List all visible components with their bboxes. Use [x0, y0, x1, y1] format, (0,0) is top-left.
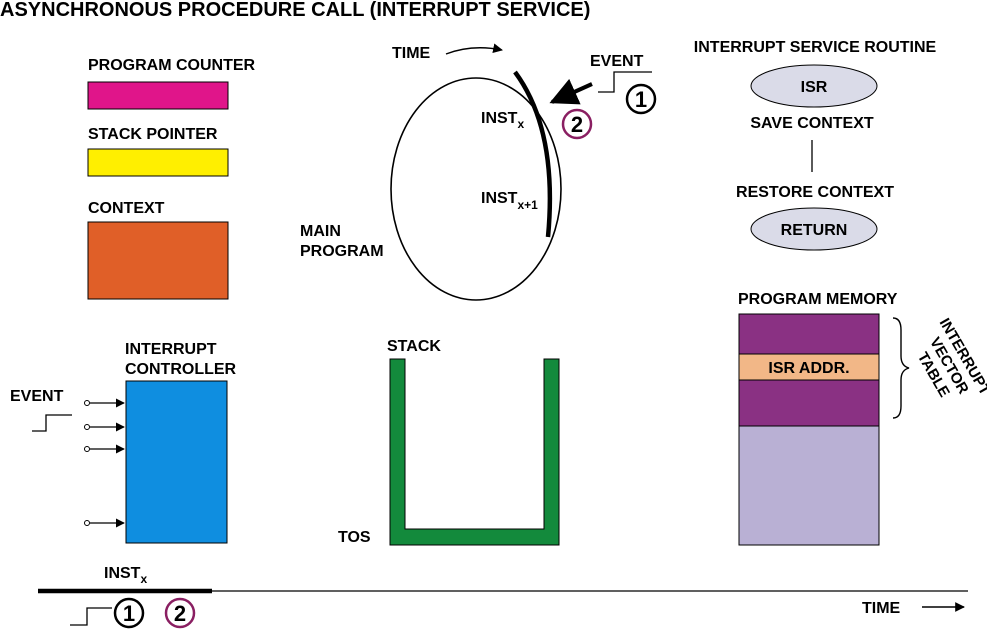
inst-x-label: INSTx [481, 110, 524, 131]
interrupt-controller-box [125, 380, 228, 544]
step-2-number-timeline: 2 [174, 601, 186, 626]
program-counter-swatch [87, 81, 229, 110]
isr-address-slot [738, 353, 880, 381]
event-label-loop: EVENT [590, 53, 644, 70]
interrupt-controller-label-line2: CONTROLLER [125, 361, 237, 378]
context-swatch [87, 221, 229, 300]
diagram-title: ASYNCHRONOUS PROCEDURE CALL (INTERRUPT S… [0, 0, 590, 21]
step-1-marker-timeline [113, 597, 145, 629]
stack-pointer-label: STACK POINTER [88, 126, 218, 143]
isr-title: INTERRUPT SERVICE ROUTINE [694, 39, 937, 56]
program-counter-label: PROGRAM COUNTER [88, 57, 256, 74]
input-pin [84, 424, 90, 430]
vector-table-label: INTERRUPT VECTOR TABLE [914, 315, 987, 400]
main-program: TIME INSTx INSTx+1 MAIN PROGRAM EVENT 1 … [300, 43, 657, 301]
step-1-number-loop: 1 [635, 87, 647, 112]
timeline-inst-x-label: INSTx [104, 565, 147, 586]
vector-table-brace [892, 317, 910, 419]
step-2-marker-loop [561, 108, 593, 140]
event-step-icon-controller [32, 414, 72, 432]
input-pin [84, 400, 90, 406]
main-program-loop [390, 77, 562, 301]
program-memory-title: PROGRAM MEMORY [738, 291, 898, 308]
input-pin [84, 520, 90, 526]
main-program-label-line2: PROGRAM [300, 243, 384, 260]
restore-context-label: RESTORE CONTEXT [736, 184, 894, 201]
isr-pill-label: ISR [801, 79, 828, 96]
program-memory-body [738, 425, 880, 546]
time-label-loop: TIME [392, 45, 431, 62]
interrupt-input-lines [84, 398, 125, 528]
input-pin [84, 446, 90, 452]
step-2-number-loop: 2 [571, 112, 583, 137]
program-memory: PROGRAM MEMORY ISR ADDR. INTERRUPT VECTO… [738, 291, 987, 546]
tos-label: TOS [338, 529, 371, 546]
time-direction-arrow [445, 43, 503, 55]
context-label: CONTEXT [88, 200, 165, 217]
isr-address-label: ISR ADDR. [768, 360, 849, 377]
isr-pill [750, 64, 878, 108]
stack: STACK TOS [338, 338, 560, 546]
event-arrow [549, 78, 593, 105]
stack-label: STACK [387, 338, 441, 355]
vector-table-upper [738, 313, 880, 355]
interrupt-controller: INTERRUPT CONTROLLER EVENT [10, 341, 237, 544]
save-context-label: SAVE CONTEXT [750, 115, 874, 132]
event-label-controller: EVENT [10, 388, 64, 405]
timeline: INSTx 1 2 TIME [38, 565, 968, 629]
event-step-icon [598, 71, 652, 93]
return-pill-label: RETURN [781, 222, 848, 239]
return-pill [750, 207, 878, 251]
step-1-number-timeline: 1 [123, 601, 135, 626]
interrupt-controller-label-line1: INTERRUPT [125, 341, 217, 358]
main-program-label-line1: MAIN [300, 223, 341, 240]
timeline-event-step-icon [70, 607, 112, 626]
timeline-time-label: TIME [862, 600, 901, 617]
interrupt-service-routine: INTERRUPT SERVICE ROUTINE ISR SAVE CONTE… [694, 39, 937, 251]
step-2-marker-timeline [164, 597, 196, 629]
legend: PROGRAM COUNTER STACK POINTER CONTEXT [87, 57, 256, 300]
stack-pointer-swatch [87, 148, 229, 177]
stack-container [389, 358, 560, 546]
vector-table-lower [738, 379, 880, 427]
inst-x1-label: INSTx+1 [481, 190, 538, 212]
instruction-arc [513, 70, 553, 238]
step-1-marker-loop [625, 83, 657, 115]
